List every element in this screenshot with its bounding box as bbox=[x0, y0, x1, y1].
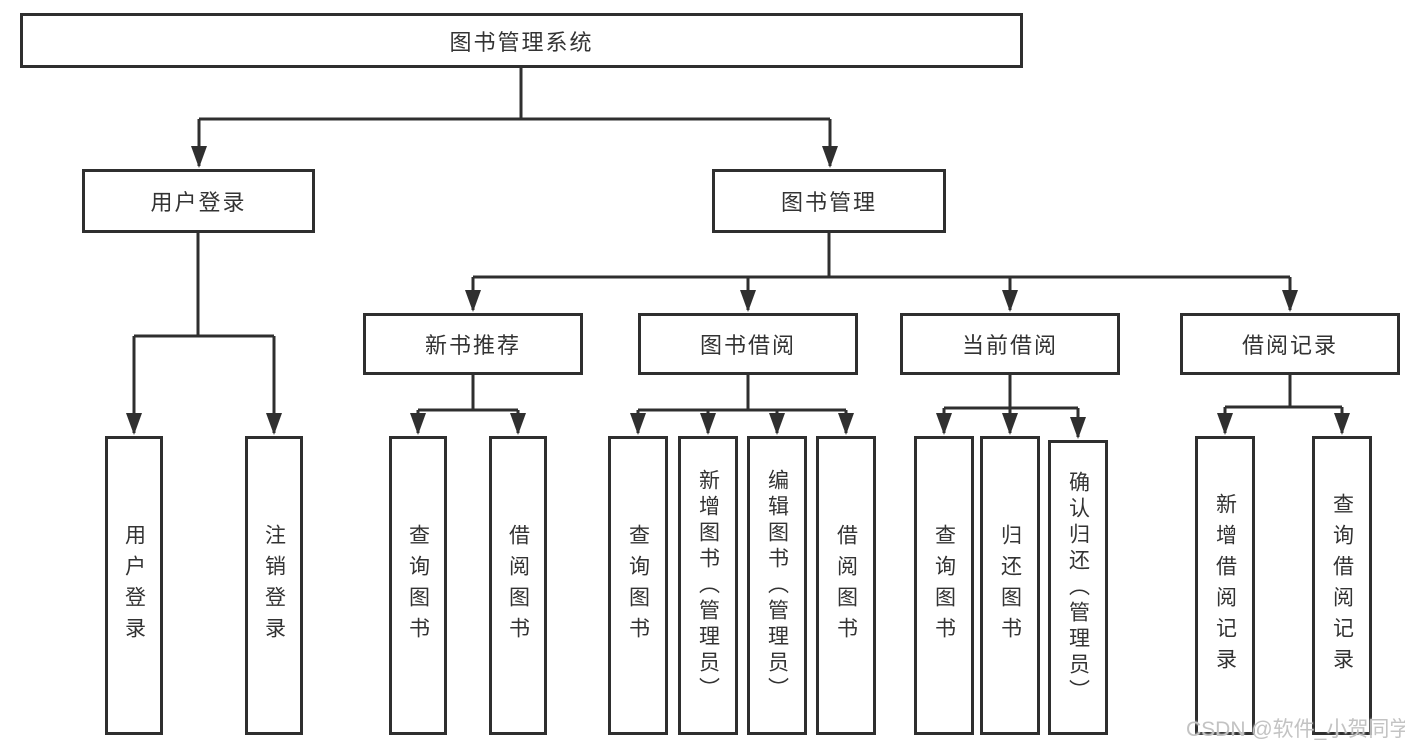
node-leaf-confirm-return-admin: 确认归还（管理员） bbox=[1048, 440, 1108, 735]
node-leaf-query-books-1: 查询图书 bbox=[389, 436, 447, 735]
node-leaf-edit-books-admin: 编辑图书（管理员） bbox=[747, 436, 807, 735]
node-label: 借阅图书 bbox=[506, 523, 530, 648]
csdn-watermark: CSDN @软件_小贺同学 bbox=[1186, 718, 1405, 741]
node-label: 借阅图书 bbox=[834, 523, 858, 648]
node-borrow-records: 借阅记录 bbox=[1180, 313, 1400, 375]
node-label: 用户登录 bbox=[122, 523, 146, 648]
node-leaf-return-books: 归还图书 bbox=[980, 436, 1040, 735]
node-label: 新增图书（管理员） bbox=[696, 468, 720, 703]
node-leaf-borrow-books-1: 借阅图书 bbox=[489, 436, 547, 735]
node-leaf-add-borrow-record: 新增借阅记录 bbox=[1195, 436, 1255, 735]
node-leaf-logout: 注销登录 bbox=[245, 436, 303, 735]
node-label: 查询图书 bbox=[406, 523, 430, 648]
node-label: 确认归还（管理员） bbox=[1066, 470, 1090, 705]
node-label: 新书推荐 bbox=[424, 333, 521, 358]
node-leaf-user-login: 用户登录 bbox=[105, 436, 163, 735]
node-leaf-query-books-2: 查询图书 bbox=[608, 436, 668, 735]
node-label: 查询图书 bbox=[932, 523, 956, 648]
node-label: 图书管理 bbox=[780, 190, 877, 215]
node-library-management-system: 图书管理系统 bbox=[20, 13, 1023, 68]
node-leaf-borrow-books-2: 借阅图书 bbox=[816, 436, 876, 735]
node-leaf-query-books-3: 查询图书 bbox=[914, 436, 974, 735]
node-label: 归还图书 bbox=[998, 523, 1022, 648]
node-leaf-add-books-admin: 新增图书（管理员） bbox=[678, 436, 738, 735]
node-label: 查询图书 bbox=[626, 523, 650, 648]
node-current-borrow: 当前借阅 bbox=[900, 313, 1120, 375]
node-label: 图书借阅 bbox=[699, 333, 796, 358]
node-leaf-query-borrow-record: 查询借阅记录 bbox=[1312, 436, 1372, 735]
node-book-management: 图书管理 bbox=[712, 169, 946, 233]
node-label: 查询借阅记录 bbox=[1330, 492, 1354, 679]
node-label: 当前借阅 bbox=[961, 333, 1058, 358]
node-new-book-recommend: 新书推荐 bbox=[363, 313, 583, 375]
node-label: 注销登录 bbox=[262, 523, 286, 648]
node-label: 借阅记录 bbox=[1241, 333, 1338, 358]
node-label: 编辑图书（管理员） bbox=[765, 468, 789, 703]
node-label: 图书管理系统 bbox=[449, 29, 594, 55]
node-label: 新增借阅记录 bbox=[1213, 492, 1237, 679]
node-book-borrow: 图书借阅 bbox=[638, 313, 858, 375]
node-label: 用户登录 bbox=[150, 190, 247, 215]
node-user-login: 用户登录 bbox=[82, 169, 315, 233]
